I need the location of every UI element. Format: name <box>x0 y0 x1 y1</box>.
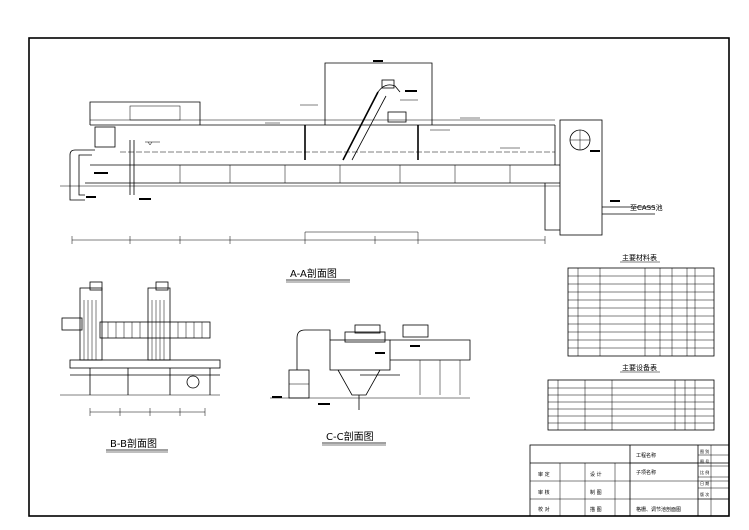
section-bb-label: B-B剖面图 <box>106 437 168 453</box>
section-cc-label: C-C剖面图 <box>322 430 386 446</box>
title-right-cell-3: 比 例 <box>700 469 709 475</box>
section-bb-title: B-B剖面图 <box>110 437 157 450</box>
title-right-cell-4: 日 期 <box>700 480 709 486</box>
sheet-outer-border <box>28 37 730 517</box>
materials-table-title: 主要材料表 <box>622 253 657 262</box>
section-cc-title: C-C剖面图 <box>326 430 374 443</box>
title-row-mid-2: 制 图 <box>590 489 602 496</box>
title-right-cell-1: 图 别 <box>700 448 709 454</box>
title-row-mid-1: 设 计 <box>590 471 602 478</box>
title-row-mid-3: 描 图 <box>590 506 602 513</box>
title-right-cell-5: 版 次 <box>700 491 709 497</box>
materials-table: 主要材料表 <box>567 253 715 357</box>
outlet-label: 至CASS池 <box>630 203 663 212</box>
section-aa-title: A-A剖面图 <box>290 267 337 280</box>
title-row-left-1: 审 定 <box>538 471 550 478</box>
subproject-name-label: 子项名称 <box>636 469 656 476</box>
section-aa-label: A-A剖面图 <box>286 267 350 283</box>
section-aa-drawing <box>60 60 655 244</box>
equipment-table-title: 主要设备表 <box>622 363 657 372</box>
project-name-label: 工程名称 <box>636 452 656 459</box>
section-cc-drawing <box>270 324 471 410</box>
section-bb-drawing <box>60 281 221 416</box>
title-row-left-3: 校 对 <box>538 506 550 513</box>
drawing-name: 格栅、调节池剖面图 <box>636 506 681 513</box>
title-row-left-2: 审 核 <box>538 489 550 496</box>
title-block: 工程名称 子项名称 格栅、调节池剖面图 审 定 审 核 校 对 设 计 制 图 … <box>529 444 730 517</box>
equipment-table: 主要设备表 <box>547 363 715 431</box>
title-right-cell-2: 图 号 <box>700 458 709 464</box>
